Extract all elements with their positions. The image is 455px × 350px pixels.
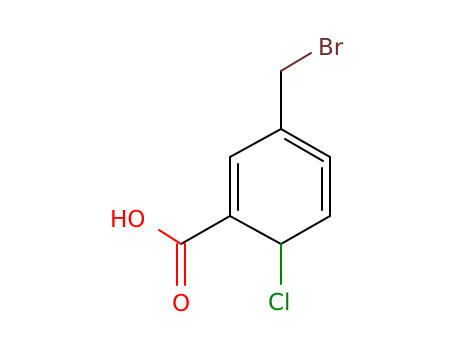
ring-inner-double-bond [284, 138, 324, 162]
ch2-to-br-bond [280, 52, 312, 72]
hydroxyl-label: HO [110, 207, 145, 233]
bromine-label: Br [318, 35, 344, 61]
ring-bond-c4-c5 [229, 215, 282, 245]
ring-bond-c3-c4 [280, 215, 331, 245]
benzene-ring [229, 128, 331, 245]
ring-bond-c1-c2 [280, 128, 331, 158]
carbonyl-oxygen-label: O [172, 291, 190, 317]
carboxyl-to-oh-bond [158, 229, 182, 245]
ring-bond-c6-c1 [229, 128, 282, 158]
ring-to-carboxyl-bond [180, 215, 231, 245]
chlorine-label: Cl [268, 290, 290, 316]
